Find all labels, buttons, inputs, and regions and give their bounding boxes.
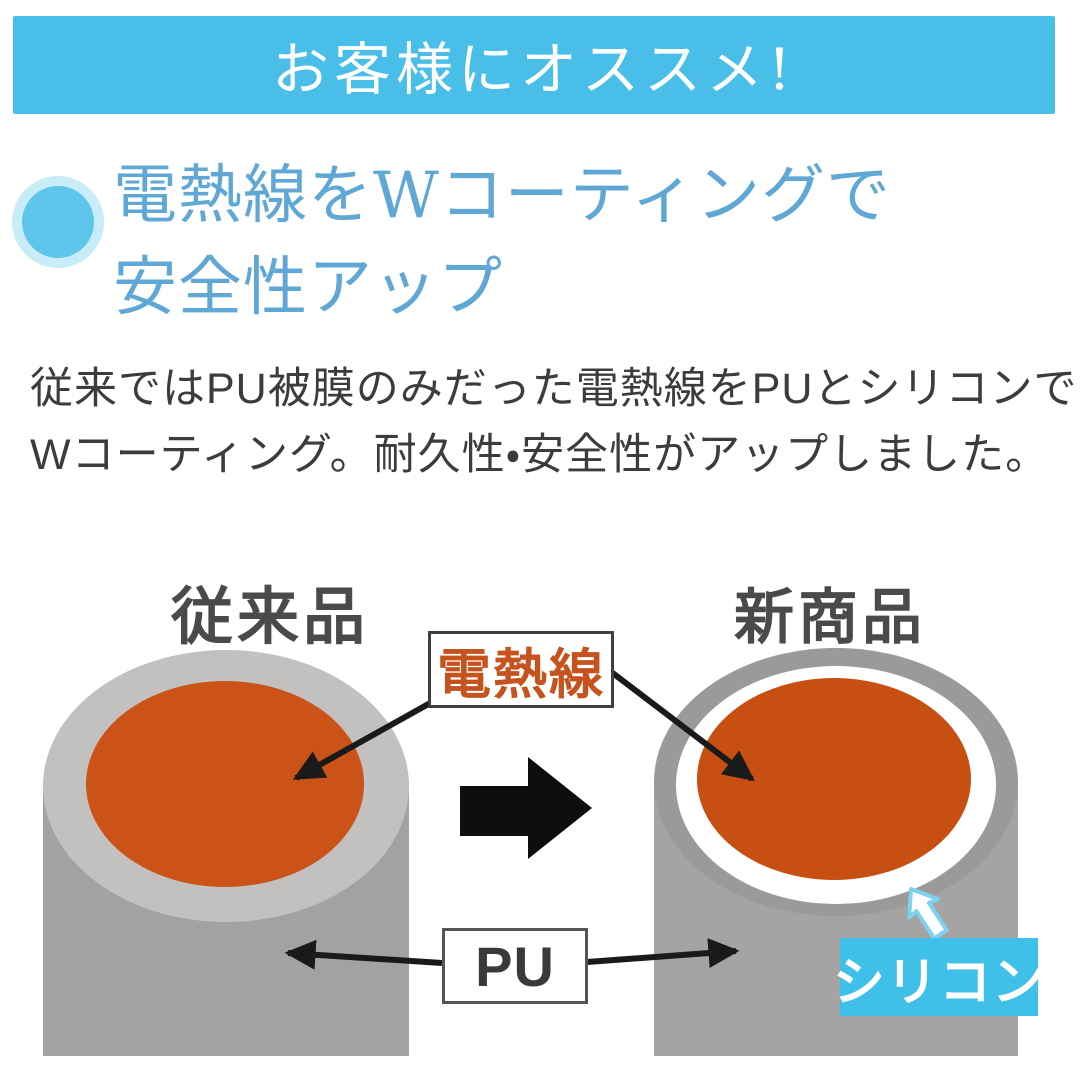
- tag-silicone-text: シリコン: [833, 953, 1046, 1012]
- banner-title: お客様にオススメ!: [272, 37, 796, 103]
- pu-arrow-left: [284, 939, 443, 970]
- callout-pu: PU: [442, 928, 588, 1004]
- label-conventional-product: 従来品: [170, 583, 369, 652]
- callout-heating-wire-text: 電熱線: [437, 645, 605, 705]
- description-line-2: Wコーティング。耐久性・安全性がアップしました。: [30, 431, 1050, 479]
- right-cylinder-new: [654, 648, 1018, 1056]
- wire-arrow-right: [608, 668, 755, 782]
- recommend-banner: お客様にオススメ!: [13, 16, 1055, 114]
- big-right-arrow: [460, 757, 592, 859]
- left-cylinder-conventional: [43, 650, 409, 1056]
- description-line-1: 従来ではPU被膜のみだった電熱線をPUとシリコンで: [30, 365, 1078, 413]
- bullet-circle-inner: [22, 186, 94, 258]
- heading-line-2: 安全性アップ: [113, 251, 503, 325]
- callout-pu-text: PU: [475, 934, 555, 998]
- pu-arrow-right: [586, 938, 740, 968]
- description-text: 従来ではPU被膜のみだった電熱線をPUとシリコンで Wコーティング。耐久性・安全…: [30, 356, 1077, 488]
- section-heading: 電熱線をWコーティングで 安全性アップ: [113, 150, 891, 334]
- tag-silicone: シリコン: [833, 938, 1044, 1016]
- heading-line-1: 電熱線をWコーティングで: [113, 159, 891, 233]
- label-new-product: 新商品: [734, 584, 926, 651]
- bullet-circle-icon: [12, 176, 104, 268]
- callout-heating-wire: 電熱線: [428, 631, 614, 708]
- wire-arrow-left: [292, 699, 434, 781]
- cursor-arrow-icon: [907, 887, 949, 941]
